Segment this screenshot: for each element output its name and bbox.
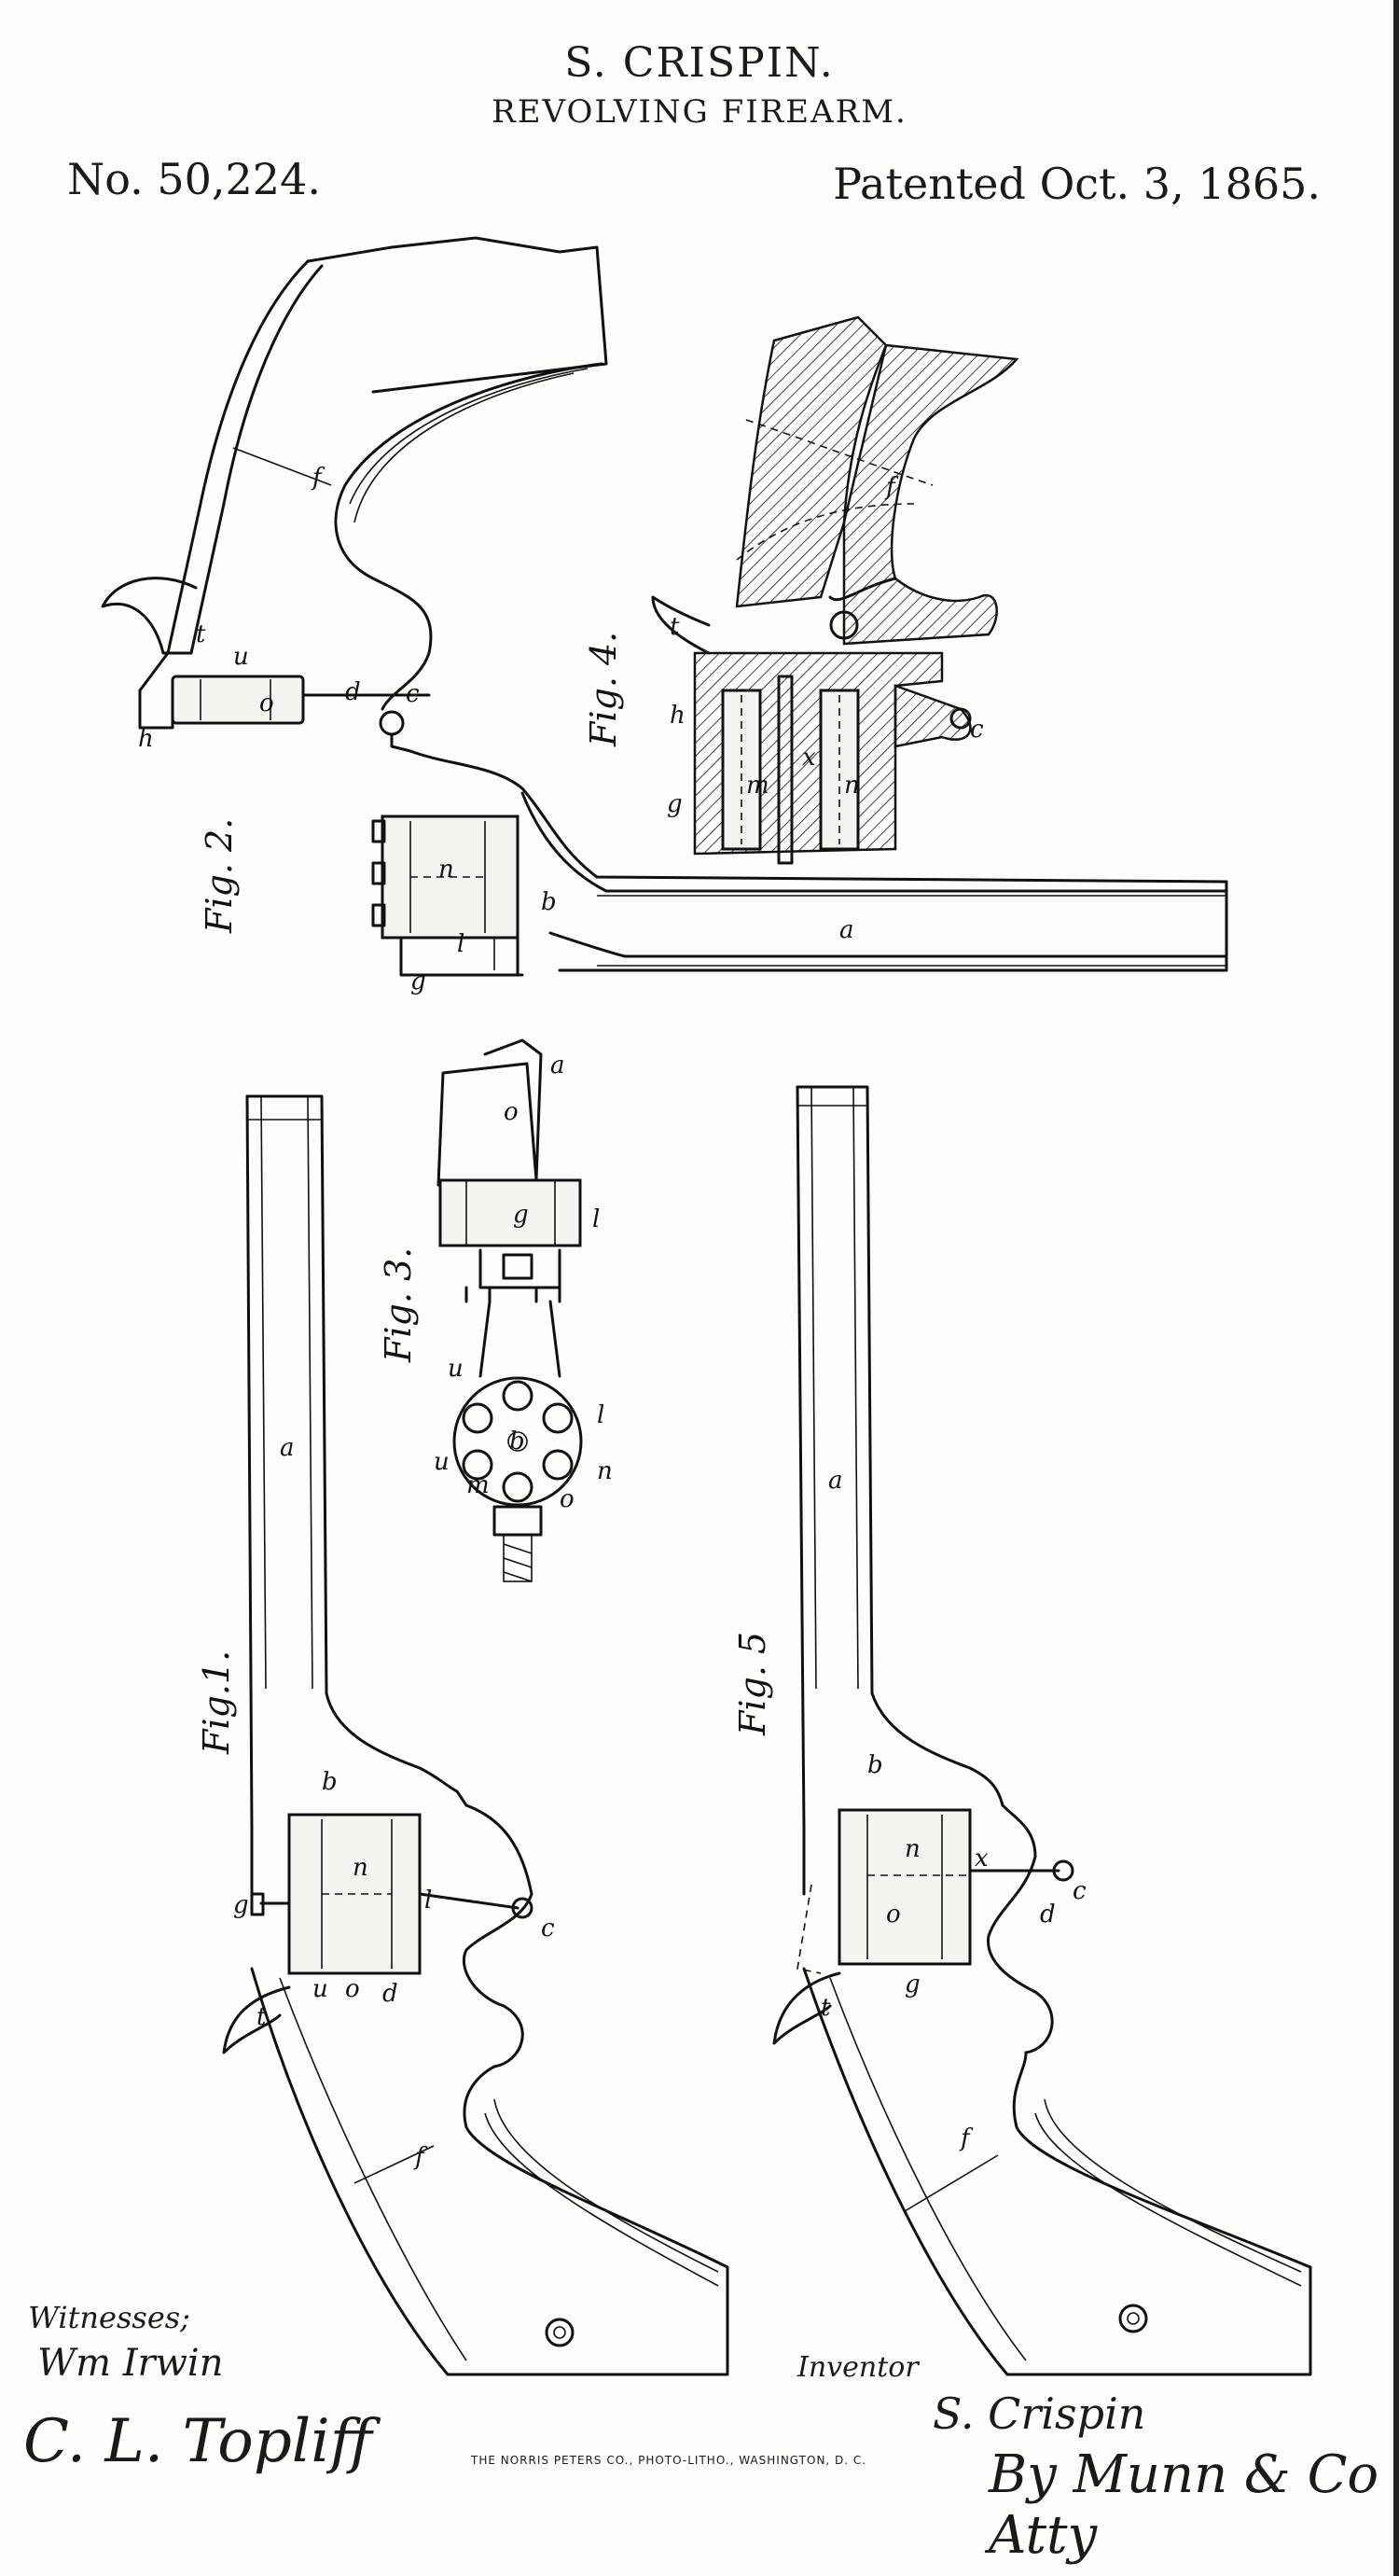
figure-3-label: Fig. 3. [378,1247,419,1363]
ref-l-fig1: l [424,1887,432,1915]
inventor-name: S. CRISPIN. [564,39,835,87]
ref-o-fig3: o [504,1098,519,1126]
ref-u2-fig3: u [434,1448,450,1476]
ref-g-fig5: g [905,1970,921,1998]
witness-signature-1: Wm Irwin [37,2342,224,2385]
figure-1-label: Fig.1. [196,1650,237,1755]
ref-d-fig1: d [382,1980,398,2008]
ref-g-fig2: g [410,968,426,996]
ref-c-fig2: c [406,680,420,708]
figure-5-drawing [772,1085,1312,2376]
patent-number: No. 50,224. [67,154,321,204]
figure-4-drawing [651,315,1019,865]
ref-n-fig5: n [905,1835,921,1863]
ref-u-fig1: u [312,1975,328,2003]
ref-b-fig3: b [509,1427,525,1455]
ref-o-fig1: o [345,1975,360,2003]
ref-h-fig4: h [670,702,686,730]
figure-5-label: Fig. 5 [732,1632,773,1736]
ref-d-fig2: d [345,678,361,706]
ref-g-fig3: g [513,1201,529,1229]
figure-2-label: Fig. 2. [199,818,240,934]
figure-4-label: Fig. 4. [583,632,624,747]
ref-n-fig2: n [438,856,454,884]
ref-o2-fig3: o [560,1485,575,1513]
ref-a-fig5: a [828,1467,843,1495]
ref-m-fig3: m [466,1471,490,1499]
ref-u-fig3: u [448,1355,464,1383]
witness-signature-2: C. L. Topliff [23,2407,373,2476]
ref-b-fig5: b [867,1751,883,1779]
ref-b-fig1: b [322,1768,338,1796]
ref-o-fig2: o [259,689,274,717]
ref-d-fig5: d [1040,1901,1056,1929]
ref-g-fig4: g [667,790,683,818]
ref-t-fig2: t [196,620,206,648]
ref-c-fig1: c [541,1915,555,1942]
ref-c-fig5: c [1073,1877,1087,1905]
ref-l-fig3: l [592,1205,600,1233]
ref-n-fig4: n [844,772,860,800]
ref-a-fig3: a [550,1051,565,1079]
inventor-label: Inventor [797,2351,919,2384]
printer-imprint: THE NORRIS PETERS CO., PHOTO-LITHO., WAS… [471,2454,867,2467]
ref-h-fig2: h [138,725,154,753]
figure-1-drawing [222,1094,729,2376]
ref-n-fig1: n [353,1854,368,1882]
ref-x-fig5: x [975,1845,989,1873]
figure-3-drawing [436,1038,583,1582]
inventor-signature: S. Crispin [933,2388,1146,2439]
witnesses-label: Witnesses; [28,2300,190,2335]
patent-date: Patented Oct. 3, 1865. [833,159,1321,209]
figure-2-drawing [101,236,1228,977]
ref-t-fig4: t [670,613,680,641]
attorney-signature: By Munn & Co Atty [989,2444,1379,2566]
ref-l-fig2: l [457,930,464,958]
page-edge-border [1393,0,1399,2576]
patent-title: REVOLVING FIREARM. [492,93,907,131]
ref-m-fig4: m [746,772,769,800]
ref-l2-fig3: l [597,1401,604,1429]
ref-n-fig3: n [597,1457,613,1485]
ref-o-fig5: o [886,1901,901,1929]
ref-g-fig1: g [233,1891,249,1919]
ref-b-fig2: b [541,888,557,916]
ref-a-fig1: a [280,1434,295,1462]
ref-x-fig4: x [802,744,816,772]
ref-f-fig5: f [959,2124,974,2152]
ref-u-fig2: u [233,643,249,671]
ref-t-fig5: t [821,1994,831,2022]
ref-f-fig1: f [413,2143,428,2171]
ref-a-fig2: a [839,916,854,944]
ref-c-fig4: c [970,716,984,744]
ref-t-fig1: t [256,2003,267,2031]
ref-f-fig2: f [311,464,326,492]
